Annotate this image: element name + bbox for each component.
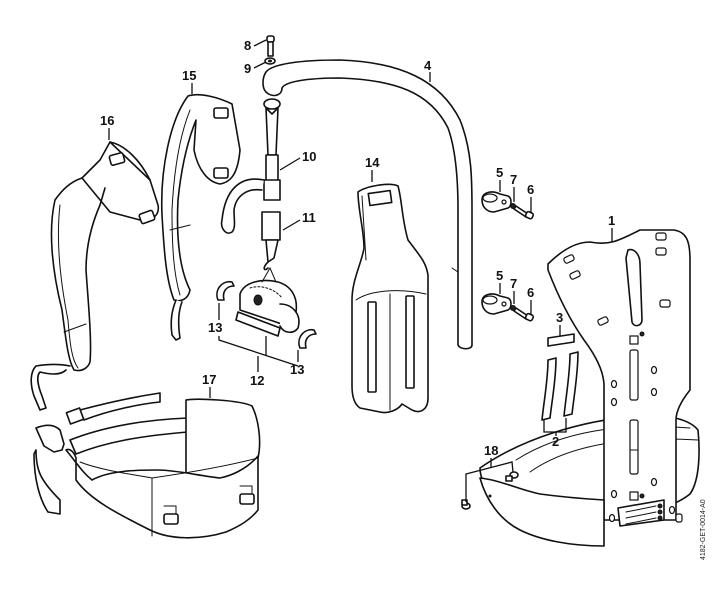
callout-5-upper: 5 [496, 165, 503, 192]
svg-text:2: 2 [552, 434, 559, 449]
svg-text:4: 4 [424, 58, 432, 73]
callout-16: 16 [100, 113, 114, 140]
svg-text:9: 9 [244, 61, 251, 76]
screw-6-lower [513, 307, 535, 322]
svg-text:6: 6 [527, 285, 534, 300]
callout-18: 18 [465, 443, 514, 502]
callout-7-upper: 7 [510, 172, 517, 202]
retaining-ring-13-left [216, 280, 235, 301]
svg-text:5: 5 [496, 165, 503, 180]
svg-text:13: 13 [290, 362, 304, 377]
retaining-ring-13-right [298, 328, 317, 349]
buckle-11 [261, 211, 281, 271]
svg-text:12: 12 [250, 373, 264, 388]
callout-11: 11 [282, 210, 316, 231]
svg-text:13: 13 [208, 320, 222, 335]
rivet-18-left [461, 499, 471, 510]
svg-text:14: 14 [365, 155, 380, 170]
callout-2: 2 [543, 418, 567, 449]
callout-8: 8 [244, 38, 267, 53]
callout-4: 4 [424, 58, 432, 82]
svg-text:1: 1 [608, 213, 615, 228]
clamp-5-upper [481, 191, 512, 213]
clamp-5-lower [481, 293, 512, 315]
callout-5-lower: 5 [496, 268, 503, 294]
shoulder-strap-left [30, 141, 160, 411]
pad-strips-2 [541, 351, 579, 421]
callout-17: 17 [202, 372, 216, 398]
svg-text:15: 15 [182, 68, 196, 83]
screw-6-upper [513, 205, 535, 220]
pad-strip-3 [547, 333, 575, 347]
svg-text:11: 11 [302, 210, 316, 225]
callout-6-lower: 6 [527, 285, 534, 314]
back-plate-1 [479, 229, 700, 543]
svg-text:7: 7 [510, 276, 517, 291]
callout-15: 15 [182, 68, 196, 94]
svg-text:18: 18 [484, 443, 498, 458]
callout-7-lower: 7 [510, 276, 517, 304]
svg-text:8: 8 [244, 38, 251, 53]
callout-3: 3 [556, 310, 563, 336]
svg-text:3: 3 [556, 310, 563, 325]
callout-14: 14 [365, 155, 380, 182]
rivet-18-right [505, 471, 519, 482]
back-pad-14 [351, 183, 429, 414]
callout-9: 9 [244, 61, 267, 76]
svg-text:6: 6 [527, 182, 534, 197]
strap-10 [220, 98, 281, 234]
carrying-tube-4 [262, 59, 473, 350]
shoulder-strap-right [160, 93, 241, 341]
callout-13-right: 13 [290, 350, 304, 377]
svg-text:10: 10 [302, 149, 316, 164]
washer-9 [264, 57, 276, 65]
reference-code: 4182-GET-0014-A0 [700, 499, 707, 560]
callout-10: 10 [279, 149, 316, 171]
svg-text:7: 7 [510, 172, 517, 187]
svg-text:17: 17 [202, 372, 216, 387]
callout-1: 1 [608, 213, 615, 242]
callout-12: 12 [218, 336, 299, 388]
callout-6-upper: 6 [527, 182, 534, 212]
hip-shell [479, 477, 605, 547]
callout-13-left: 13 [208, 303, 222, 335]
svg-text:5: 5 [496, 268, 503, 283]
hip-belt-17 [33, 392, 261, 539]
hanger-12 [235, 266, 300, 337]
screw-8 [266, 35, 275, 57]
svg-text:16: 16 [100, 113, 114, 128]
